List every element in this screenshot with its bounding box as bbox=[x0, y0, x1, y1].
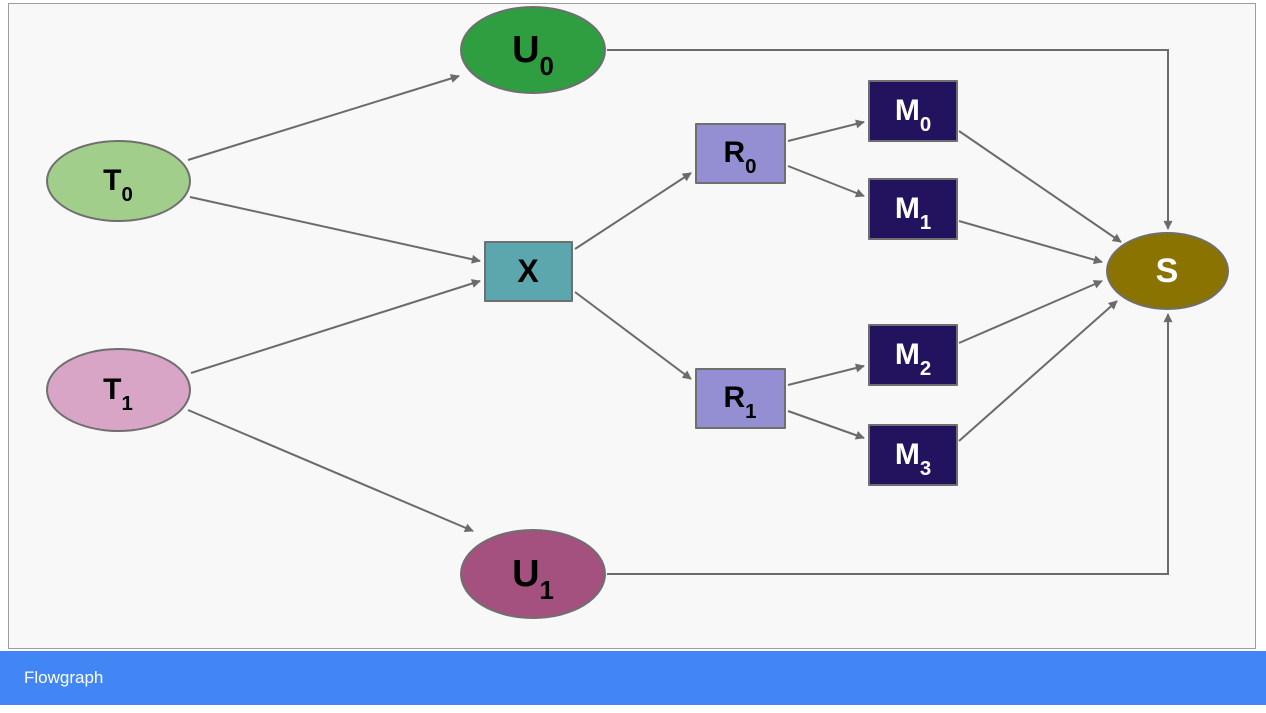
node-U0: U0 bbox=[460, 6, 606, 94]
node-label: R1 bbox=[723, 381, 757, 423]
node-M0: M0 bbox=[868, 80, 958, 142]
node-label: M0 bbox=[894, 94, 932, 136]
node-R0: R0 bbox=[694, 122, 786, 184]
node-label: T0 bbox=[103, 164, 133, 206]
node-R1: R1 bbox=[694, 367, 786, 429]
node-label: T1 bbox=[103, 373, 133, 415]
node-label: M3 bbox=[894, 438, 932, 480]
node-label: S bbox=[1155, 251, 1179, 290]
node-T1: T1 bbox=[45, 348, 191, 432]
node-T0: T0 bbox=[45, 140, 191, 222]
status-bar-title: Flowgraph bbox=[24, 668, 104, 687]
node-label: M2 bbox=[894, 338, 932, 380]
node-U1: U1 bbox=[460, 529, 606, 619]
node-M2: M2 bbox=[868, 324, 958, 386]
node-M3: M3 bbox=[868, 424, 958, 486]
node-label: M1 bbox=[894, 192, 932, 234]
node-label: U1 bbox=[512, 552, 554, 605]
status-bar: Flowgraph bbox=[0, 651, 1266, 705]
node-label: U0 bbox=[512, 28, 554, 81]
node-S: S bbox=[1105, 232, 1229, 310]
node-label: X bbox=[517, 252, 539, 289]
node-M1: M1 bbox=[868, 178, 958, 240]
node-label: R0 bbox=[723, 136, 757, 178]
node-X: X bbox=[483, 240, 573, 302]
